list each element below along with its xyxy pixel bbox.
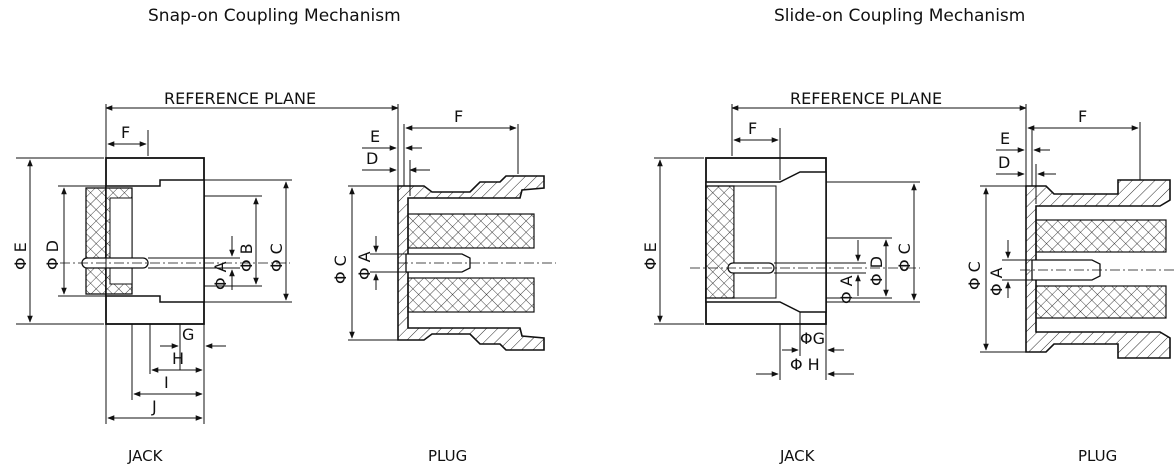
slide-on-jack-d-label: Φ D [867,256,886,286]
slide-on-plug-d-label: D [998,153,1010,172]
snap-on-jack-j-label: J [151,397,157,416]
snap-on-plug-d-label: D [366,149,378,168]
snap-on-plug-caption: PLUG [428,447,468,465]
snap-on-plug-f-label: F [454,107,463,126]
snap-on-plug-c-label: Φ C [331,255,350,284]
slide-on-reference-plane-label: REFERENCE PLANE [790,89,942,108]
snap-on-jack-f-label: F [121,123,130,142]
snap-on-jack-a-label: Φ A [211,261,230,290]
slide-on-plug-a-label: Φ A [987,267,1006,296]
slide-on-jack-e-label: Φ E [641,242,660,270]
snap-on-jack-caption: JACK [128,447,163,465]
slide-on-jack-drawing [654,104,920,380]
snap-on-jack-i-label: I [164,373,169,392]
snap-on-jack-c-label: Φ C [267,243,286,272]
snap-on-jack-d-label: Φ D [43,240,62,270]
slide-on-plug-c-label: Φ C [965,261,984,290]
slide-on-plug-e-label: E [1000,129,1010,148]
slide-on-jack-c-label: Φ C [895,243,914,272]
slide-on-jack-f-label: F [748,119,757,138]
snap-on-plug-a-label: Φ A [355,251,374,280]
slide-on-title: Slide-on Coupling Mechanism [774,6,1026,26]
snap-on-reference-plane-label: REFERENCE PLANE [164,89,316,108]
slide-on-jack-g-label: ΦG [800,329,825,348]
slide-on-plug-f-label: F [1078,107,1087,126]
slide-on-jack-h-label: Φ H [790,355,820,374]
slide-on-plug-caption: PLUG [1078,447,1118,465]
slide-on-jack-caption: JACK [780,447,815,465]
snap-on-jack-g-label: G [182,325,194,344]
snap-on-jack-e-label: Φ E [11,242,30,270]
snap-on-title: Snap-on Coupling Mechanism [148,6,401,26]
slide-on-plug-drawing [731,104,1174,359]
snap-on-plug-drawing [105,104,556,351]
slide-on-jack-a-label: Φ A [837,275,856,304]
snap-on-jack-b-label: Φ B [237,243,256,272]
snap-on-jack-drawing [16,104,292,424]
snap-on-plug-e-label: E [370,127,380,146]
snap-on-jack-h-label: H [172,349,184,368]
